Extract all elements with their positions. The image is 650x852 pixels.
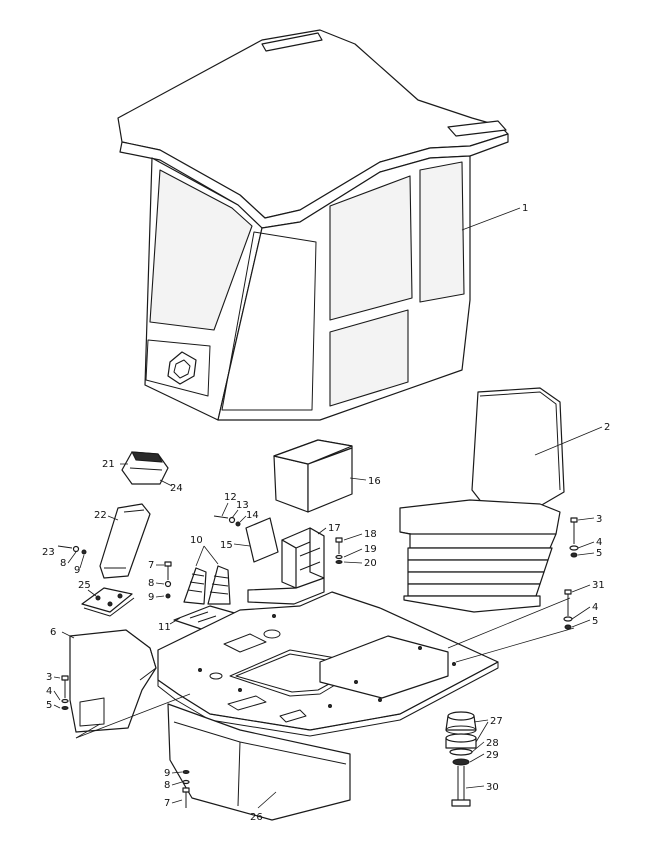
- panel-15: [245, 517, 279, 563]
- isolator-27-30: [445, 711, 477, 807]
- callout-29: 29: [486, 750, 499, 761]
- pedals-10: [183, 565, 231, 605]
- callout-31: 31: [592, 580, 605, 591]
- screws-bottom: [182, 770, 190, 808]
- callout-22: 22: [94, 510, 107, 521]
- callout-5-mid: 5: [592, 616, 598, 627]
- callout-14: 14: [246, 510, 259, 521]
- callout-23: 23: [42, 547, 55, 558]
- callout-4-right: 4: [596, 537, 602, 548]
- callout-18: 18: [364, 529, 377, 540]
- screws-23: [57, 545, 87, 555]
- callout-10: 10: [190, 535, 203, 546]
- callout-5-right: 5: [596, 548, 602, 559]
- bolt-set-left: [61, 675, 69, 710]
- callout-16: 16: [368, 476, 381, 487]
- callout-11: 11: [158, 622, 171, 633]
- callout-13: 13: [236, 500, 249, 511]
- callout-20: 20: [364, 558, 377, 569]
- callout-15: 15: [220, 540, 233, 551]
- callout-3-right: 3: [596, 514, 602, 525]
- panel-6: [69, 629, 157, 733]
- callout-28: 28: [486, 738, 499, 749]
- callout-9-mid: 9: [148, 592, 154, 603]
- callout-3-left: 3: [46, 672, 52, 683]
- part-22: [99, 503, 151, 579]
- callout-8-left: 8: [60, 558, 66, 569]
- callout-17: 17: [328, 523, 341, 534]
- callout-9-left: 9: [74, 565, 80, 576]
- screws-18-20: [335, 537, 343, 564]
- callout-4-left: 4: [46, 686, 52, 697]
- front-panel-26: [167, 703, 351, 821]
- floor-plate: [157, 591, 499, 737]
- callout-6: 6: [50, 627, 56, 638]
- callout-24: 24: [170, 483, 183, 494]
- callout-7-bottom: 7: [164, 798, 170, 809]
- callout-8-bottom: 8: [164, 780, 170, 791]
- callout-27: 27: [490, 716, 503, 727]
- cab-assembly: [117, 29, 509, 421]
- callout-4-mid: 4: [592, 602, 598, 613]
- callout-30: 30: [486, 782, 499, 793]
- callout-19: 19: [364, 544, 377, 555]
- callout-25: 25: [78, 580, 91, 591]
- bolt-set-right-seat: [569, 517, 579, 558]
- callout-9-bottom: 9: [164, 768, 170, 779]
- screws-12-14: [213, 515, 241, 527]
- seat-assembly: [399, 387, 565, 613]
- box-16: [273, 439, 353, 513]
- callout-12: 12: [224, 492, 237, 503]
- callout-2: 2: [604, 422, 610, 433]
- bolt-set-31: [563, 589, 573, 630]
- callout-1: 1: [522, 203, 528, 214]
- part-25: [81, 587, 135, 617]
- screws-7-8-9-mid: [164, 561, 172, 599]
- part-21: [121, 451, 169, 485]
- callout-5-left: 5: [46, 700, 52, 711]
- callout-26: 26: [250, 812, 263, 823]
- callout-8-mid: 8: [148, 578, 154, 589]
- callout-21: 21: [102, 459, 115, 470]
- callout-7-mid: 7: [148, 560, 154, 571]
